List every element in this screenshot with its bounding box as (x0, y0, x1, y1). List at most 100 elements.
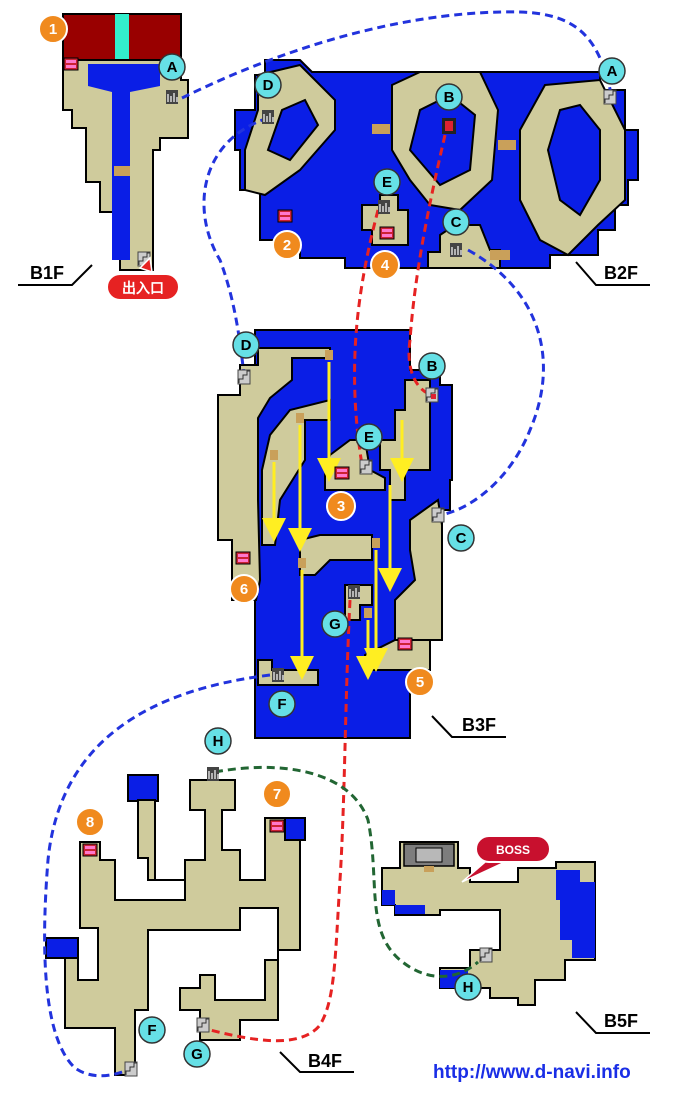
stairs-icon[interactable] (237, 369, 251, 385)
svg-text:5: 5 (416, 674, 424, 691)
stair-marker-c-b2f[interactable]: C (442, 208, 470, 236)
floor-label-b4f: B4F (308, 1051, 342, 1071)
stair-marker-h-b5f[interactable]: H (454, 973, 482, 1001)
treasure-chest-icon[interactable] (397, 637, 413, 651)
b5f-boss-door (424, 866, 434, 872)
floor-b3f: B 3F (217, 329, 506, 739)
b4f-water-2 (284, 817, 306, 841)
stair-marker-a-b1f[interactable]: A (158, 53, 186, 81)
route-b (407, 134, 447, 397)
b3f-bridge-2 (296, 413, 304, 423)
b4f-water-3 (45, 937, 79, 959)
floor-label-b5f: B5F (604, 1011, 638, 1031)
treasure-marker-2[interactable]: 2 (272, 230, 302, 260)
stair-marker-b-b3f[interactable]: B (418, 352, 446, 380)
svg-text:A: A (167, 59, 178, 76)
treasure-chest-icon[interactable] (235, 551, 251, 565)
b4f-water-1 (127, 774, 159, 802)
treasure-marker-4[interactable]: 4 (370, 250, 400, 280)
b3f-bridge-3 (270, 450, 278, 460)
treasure-marker-7[interactable]: 7 (262, 779, 292, 809)
svg-text:6: 6 (240, 581, 248, 598)
svg-text:H: H (213, 733, 224, 750)
treasure-chest-icon[interactable] (63, 57, 79, 71)
stair-marker-b-b2f[interactable]: B (435, 83, 463, 111)
stair-marker-h-b4f[interactable]: H (204, 727, 232, 755)
stairs-icon[interactable] (124, 1061, 138, 1077)
stairs-icon[interactable] (272, 668, 284, 682)
stair-marker-g-b3f[interactable]: G (321, 610, 349, 638)
stair-marker-e-b2f[interactable]: E (373, 168, 401, 196)
treasure-marker-1[interactable]: 1 (38, 14, 68, 44)
svg-text:2: 2 (283, 237, 291, 254)
stair-marker-e-b3f[interactable]: E (355, 423, 383, 451)
stairs-icon[interactable] (479, 947, 493, 963)
stair-icons (124, 89, 617, 1077)
treasure-chest-icon[interactable] (277, 209, 293, 223)
boss-callout[interactable]: BOSS (461, 835, 551, 883)
stairs-icon[interactable] (196, 1017, 210, 1033)
b2f-bridge-1 (372, 124, 390, 134)
treasure-marker-6[interactable]: 6 (229, 574, 259, 604)
stairs-icon[interactable] (378, 200, 390, 214)
b1f-top-gate (115, 14, 129, 60)
floor-b2f: B2F (234, 59, 650, 286)
floor-b4f: B4F (45, 774, 354, 1076)
treasure-marker-5[interactable]: 5 (405, 667, 435, 697)
stairs-icon[interactable] (207, 767, 219, 781)
route-g (209, 599, 352, 1043)
treasure-chest-icon[interactable] (379, 226, 395, 240)
treasure-chest-icons (63, 57, 413, 857)
entrance-callout-bubble (106, 273, 180, 301)
stairs-icon[interactable] (431, 507, 445, 523)
stair-marker-d-b3f[interactable]: D (232, 331, 260, 359)
stairs-icon[interactable] (442, 118, 456, 134)
b2f-bridge-2 (498, 140, 516, 150)
svg-text:G: G (329, 616, 341, 633)
b3f-bridge-1 (325, 350, 333, 360)
svg-text:G: G (191, 1046, 203, 1063)
floor-label-b3f: B3F (462, 715, 496, 735)
stairs-icon[interactable] (359, 459, 373, 475)
svg-text:C: C (451, 214, 462, 231)
treasure-chest-icon[interactable] (269, 819, 285, 833)
stairs-icon[interactable] (425, 387, 439, 403)
b3f-current-arrows (262, 362, 414, 680)
svg-text:4: 4 (381, 257, 390, 274)
svg-text:D: D (263, 77, 274, 94)
stair-marker-c-b3f[interactable]: C (447, 524, 475, 552)
entrance-callout[interactable]: 出入口 (106, 256, 180, 301)
b3f-west-land (217, 347, 331, 601)
b1f-water (88, 64, 160, 260)
source-url[interactable]: http://www.d-navi.info (433, 1062, 631, 1083)
stairs-icon[interactable] (262, 110, 274, 124)
route-c (439, 248, 545, 517)
b3f-bridge-5 (298, 558, 306, 568)
route-lines (43, 10, 614, 1078)
treasure-marker-8[interactable]: 8 (75, 807, 105, 837)
svg-text:E: E (382, 174, 392, 191)
svg-text:F: F (147, 1022, 156, 1039)
stairs-icon[interactable] (603, 89, 617, 105)
stair-marker-g-b4f[interactable]: G (183, 1040, 211, 1068)
svg-text:B: B (444, 89, 455, 106)
treasure-chest-icon[interactable] (82, 843, 98, 857)
boss-label: BOSS (496, 843, 530, 857)
stairs-icon[interactable] (450, 243, 462, 257)
stairs-icon[interactable] (166, 90, 178, 104)
stairs-icon[interactable] (348, 585, 360, 599)
treasure-marker-3[interactable]: 3 (326, 491, 356, 521)
stair-marker-f-b3f[interactable]: F (268, 690, 296, 718)
stair-marker-a-b2f[interactable]: A (598, 57, 626, 85)
stair-marker-f-b4f[interactable]: F (138, 1016, 166, 1044)
stair-marker-d-b2f[interactable]: D (254, 71, 282, 99)
treasure-chest-icon[interactable] (334, 466, 350, 480)
svg-text:A: A (607, 63, 618, 80)
b1f-bridge (114, 166, 130, 176)
entrance-label: 出入口 (122, 280, 164, 297)
route-h (214, 765, 479, 978)
boss-callout-bubble (475, 835, 551, 863)
b5f-water-east (556, 870, 595, 958)
floor-label-b2f-line (575, 261, 650, 286)
svg-text:D: D (241, 337, 252, 354)
